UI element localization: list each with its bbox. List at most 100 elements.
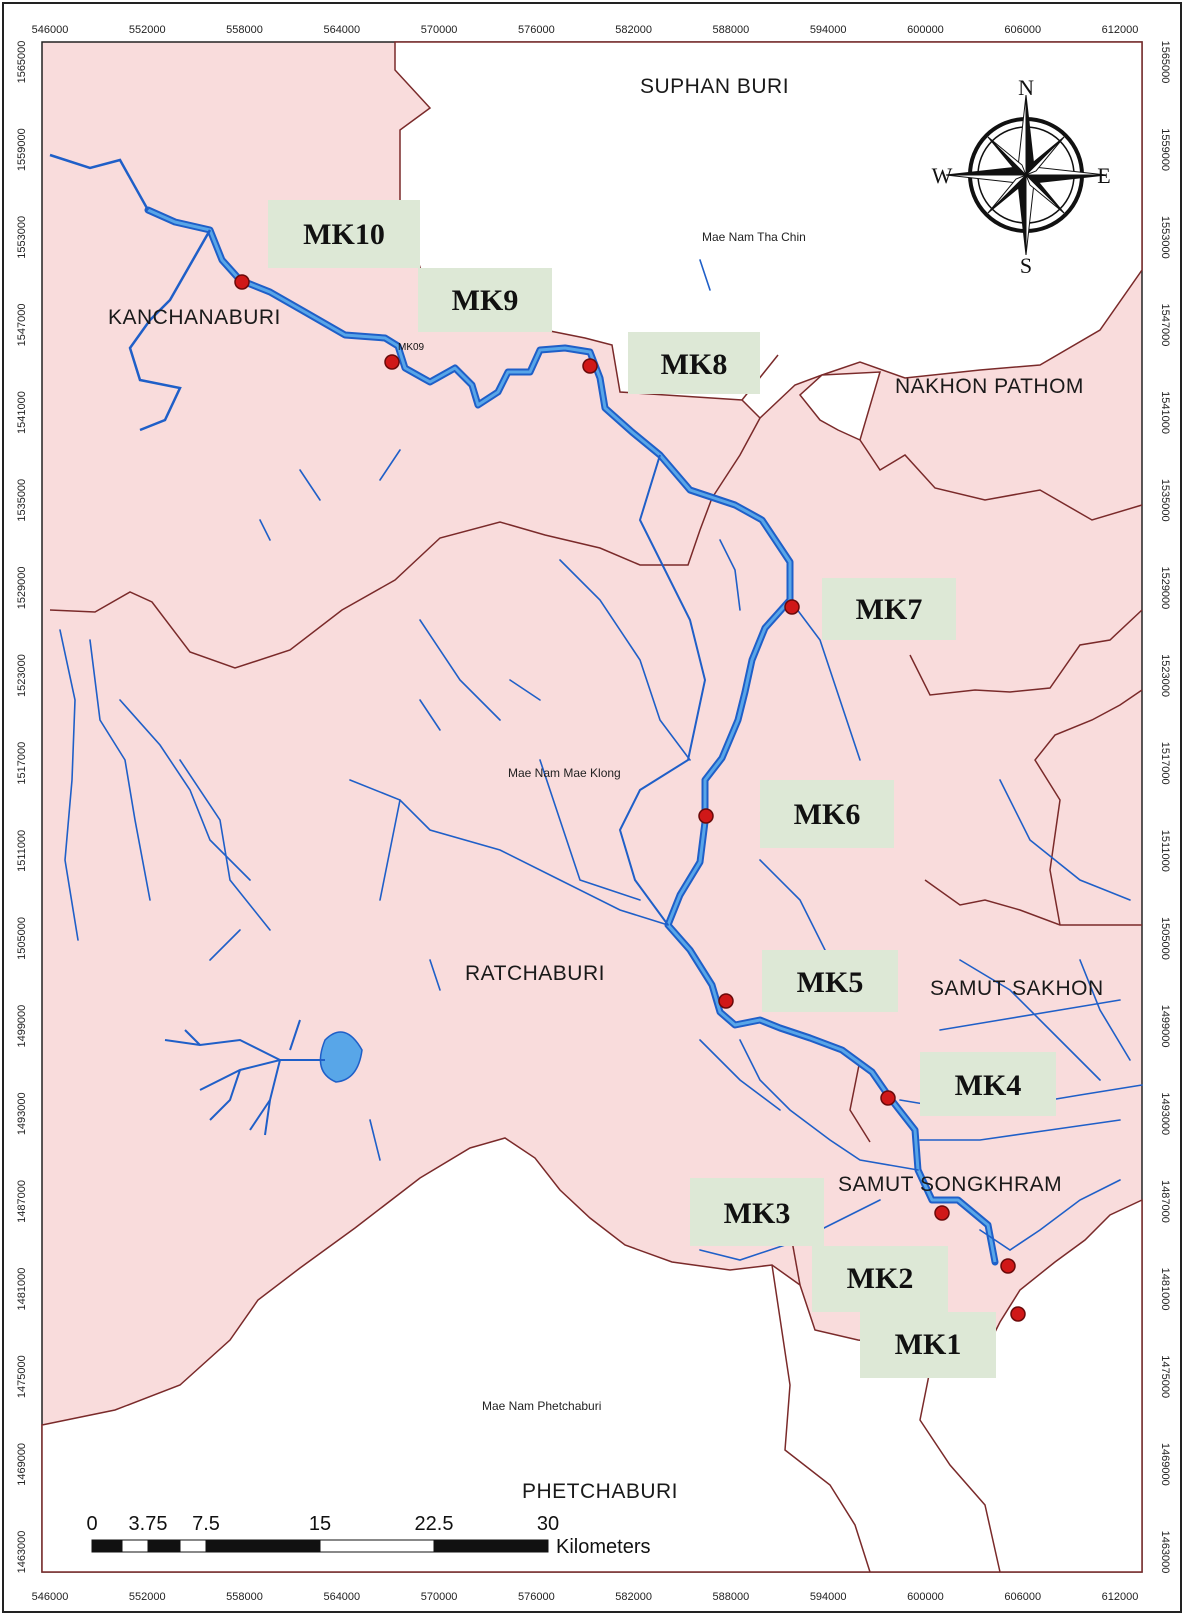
- province-label-nakhonpathom: NAKHON PATHOM: [895, 375, 1084, 398]
- y-tick-left: 1559000: [16, 128, 28, 171]
- x-tick-top: 576000: [518, 24, 555, 36]
- scale-seg-7: [433, 1539, 549, 1553]
- y-tick-right: 1475000: [1159, 1355, 1171, 1398]
- x-tick-bottom: 546000: [32, 1591, 69, 1603]
- station-label-box-mk6: [760, 780, 894, 848]
- station-label-mk1: MK1: [895, 1328, 962, 1361]
- x-tick-top: 588000: [713, 24, 750, 36]
- y-tick-right: 1469000: [1159, 1443, 1171, 1486]
- station-point-mk8: [582, 358, 598, 374]
- compass-star: [945, 94, 1107, 256]
- x-tick-bottom: 594000: [810, 1591, 847, 1603]
- x-tick-top: 552000: [129, 24, 166, 36]
- compass-label-n: N: [1018, 75, 1034, 100]
- y-tick-left: 1535000: [16, 479, 28, 522]
- station-label-box-mk7: [822, 578, 956, 640]
- nakhonpathom-region: [798, 371, 882, 442]
- x-tick-top: 558000: [226, 24, 263, 36]
- x-tick-top: 546000: [32, 24, 69, 36]
- station-label-box-mk9: [418, 268, 552, 332]
- station-point-mk4: [880, 1090, 896, 1106]
- station-label-mk10: MK10: [303, 218, 385, 251]
- station-label-mk7: MK7: [856, 593, 923, 626]
- y-tick-right: 1499000: [1159, 1005, 1171, 1048]
- phetchaburi-region: [41, 1137, 1143, 1573]
- y-tick-right: 1529000: [1159, 566, 1171, 609]
- province-label-samutsongkhram: SAMUT SONGKHRAM: [838, 1173, 1062, 1196]
- province-label-kanchanaburi: KANCHANABURI: [108, 306, 281, 329]
- x-tick-bottom: 558000: [226, 1591, 263, 1603]
- y-tick-right: 1535000: [1159, 479, 1171, 522]
- x-tick-top: 594000: [810, 24, 847, 36]
- station-point-mk5: [718, 993, 734, 1009]
- scale-tick-1: 3.75: [129, 1513, 168, 1535]
- scale-seg-1: [91, 1539, 123, 1553]
- y-tick-left: 1469000: [16, 1443, 28, 1486]
- scale-tick-3: 15: [309, 1513, 331, 1535]
- x-tick-bottom: 582000: [615, 1591, 652, 1603]
- y-tick-right: 1493000: [1159, 1092, 1171, 1135]
- province-label-ratchaburi: RATCHABURI: [465, 962, 605, 985]
- x-tick-top: 564000: [323, 24, 360, 36]
- x-tick-bottom: 564000: [323, 1591, 360, 1603]
- y-tick-right: 1487000: [1159, 1180, 1171, 1223]
- station-label-box-mk1: [860, 1312, 996, 1378]
- y-tick-right: 1505000: [1159, 917, 1171, 960]
- y-tick-right: 1565000: [1159, 41, 1171, 84]
- y-tick-left: 1529000: [16, 566, 28, 609]
- compass-label-s: S: [1020, 253, 1032, 278]
- y-tick-left: 1463000: [16, 1531, 28, 1574]
- x-tick-top: 606000: [1004, 24, 1041, 36]
- station-label-mk3: MK3: [724, 1197, 791, 1230]
- x-tick-top: 570000: [421, 24, 458, 36]
- station-point-mk3: [934, 1205, 950, 1221]
- scale-seg-3: [147, 1539, 181, 1553]
- station-label-box-mk10: [268, 200, 420, 268]
- y-tick-left: 1541000: [16, 391, 28, 434]
- y-tick-left: 1523000: [16, 654, 28, 697]
- scale-tick-4: 22.5: [415, 1513, 454, 1535]
- y-tick-right: 1559000: [1159, 128, 1171, 171]
- river-label-mae-klong: Mae Nam Mae Klong: [508, 766, 621, 780]
- x-tick-top: 612000: [1102, 24, 1139, 36]
- station-label-box-mk4: [920, 1052, 1056, 1116]
- station-label-mk9: MK9: [452, 284, 519, 317]
- y-tick-right: 1541000: [1159, 391, 1171, 434]
- x-tick-bottom: 576000: [518, 1591, 555, 1603]
- y-tick-left: 1547000: [16, 304, 28, 347]
- x-tick-top: 600000: [907, 24, 944, 36]
- x-axis-bottom: 546000 552000 558000 564000 570000 576000 5820…: [32, 1591, 1139, 1603]
- station-label-mk4: MK4: [955, 1069, 1022, 1102]
- station-label-box-mk2: [812, 1246, 948, 1312]
- y-tick-right: 1547000: [1159, 304, 1171, 347]
- y-tick-right: 1511000: [1159, 830, 1171, 872]
- station-point-mk6: [698, 808, 714, 824]
- scale-seg-6: [319, 1539, 435, 1553]
- mae-klong-river: [49, 153, 999, 1266]
- station-point-mk10: [234, 274, 250, 290]
- x-tick-top: 582000: [615, 24, 652, 36]
- station-label-box-mk3: [690, 1178, 824, 1246]
- y-tick-right: 1463000: [1159, 1531, 1171, 1574]
- station-label-box-mk8: [628, 332, 760, 394]
- province-label-phetchaburi: PHETCHABURI: [522, 1480, 678, 1503]
- y-tick-left: 1517000: [16, 742, 28, 785]
- y-axis-right: 1565000 1559000 1553000 1547000 1541000 15350…: [1159, 41, 1171, 1574]
- y-tick-right: 1481000: [1159, 1268, 1171, 1311]
- compass-label-w: W: [932, 163, 953, 188]
- station-point-mk7: [784, 599, 800, 615]
- y-tick-right: 1553000: [1159, 216, 1171, 259]
- x-tick-bottom: 612000: [1102, 1591, 1139, 1603]
- station-point-mk9: [384, 354, 400, 370]
- x-tick-bottom: 606000: [1004, 1591, 1041, 1603]
- station-label-box-mk5: [762, 950, 898, 1012]
- x-tick-bottom: 552000: [129, 1591, 166, 1603]
- small-station-label: MK09: [398, 342, 425, 353]
- x-tick-bottom: 570000: [421, 1591, 458, 1603]
- compass-rose: N S E W: [932, 75, 1111, 278]
- scale-unit: Kilometers: [556, 1536, 650, 1558]
- scale-tick-0: 0: [86, 1513, 97, 1535]
- y-axis-left: 1565000155900015530001547000154100015350…: [16, 41, 28, 1574]
